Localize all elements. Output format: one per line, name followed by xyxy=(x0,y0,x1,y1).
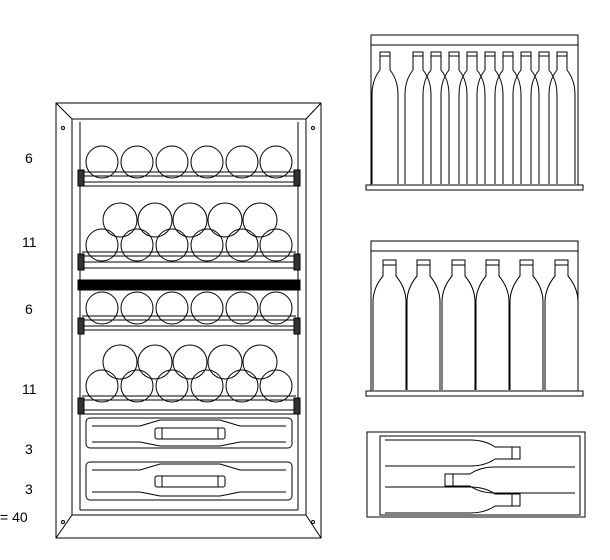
side-view-upright-shelf-small xyxy=(365,240,584,397)
cabinet-front-view xyxy=(55,102,322,539)
shelf-2-bottles xyxy=(85,202,293,262)
side-view-drawer xyxy=(366,431,586,518)
zone-divider xyxy=(77,279,301,291)
drawer-1 xyxy=(85,417,293,449)
shelf-count-6: 3 xyxy=(25,481,33,497)
shelf-4-bottles xyxy=(85,344,293,403)
shelf-1-bottles xyxy=(85,145,293,179)
shelf-count-3: 6 xyxy=(25,301,33,317)
total-count: = 40 xyxy=(0,509,28,525)
shelf-3-bottles xyxy=(85,291,293,325)
shelf-count-4: 11 xyxy=(22,381,37,397)
side-view-upright-shelf-large xyxy=(365,34,584,191)
shelf-count-1: 6 xyxy=(25,150,33,166)
shelf-count-5: 3 xyxy=(25,441,33,457)
shelf-count-2: 11 xyxy=(22,234,37,250)
drawer-2 xyxy=(85,461,293,501)
